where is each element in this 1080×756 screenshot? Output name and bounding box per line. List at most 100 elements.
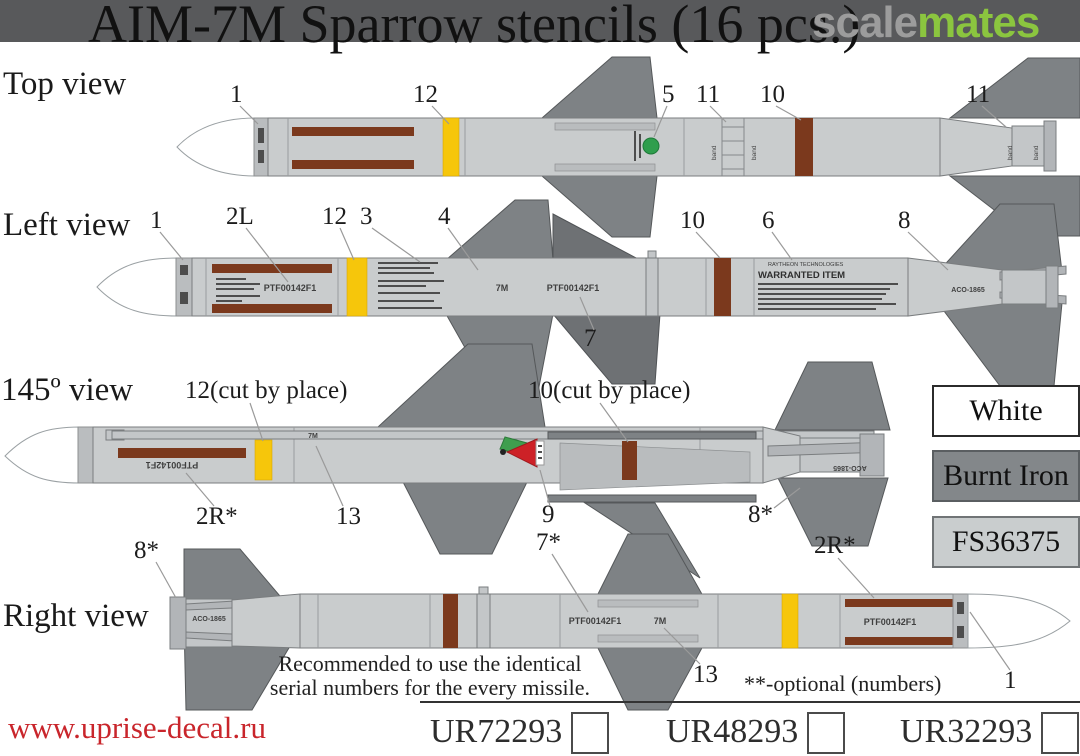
leader-line: [315, 445, 344, 507]
left-upper-tailfin: [936, 203, 1063, 273]
leader-line: [579, 296, 595, 331]
yellow-band-12: [346, 257, 368, 317]
serial-stencil-7: PTF00142F1: [547, 283, 600, 293]
yellow-band-12: [442, 117, 460, 177]
callout-12: 12: [322, 203, 347, 230]
callout-10-cut: 10(cut by place): [528, 377, 690, 404]
data-block-2l: [216, 278, 260, 302]
leader-line: [969, 611, 1011, 671]
right-tailcap: [169, 596, 187, 650]
micro-text: [634, 131, 636, 161]
micro-text: [180, 292, 188, 304]
top-view-callouts: 1 12 5 11 10 11: [230, 81, 1007, 138]
model-stencil-13: 7M: [308, 433, 318, 440]
product-ur32293: UR32293: [900, 712, 1080, 754]
deg145-upper-tailfin: [774, 361, 891, 431]
callout-2l: 2L: [226, 203, 254, 230]
burnt-iron-band: [443, 594, 458, 648]
serial-number-note: Recommended to use the identical serial …: [256, 652, 604, 700]
wing-slot: [554, 122, 656, 131]
swatch-burnt-iron: Burnt Iron: [932, 450, 1080, 502]
right-view-callouts: 8* 7* 2R* 13 1: [134, 529, 1017, 694]
left-upper-wing: [444, 199, 554, 261]
burnt-iron-stripe: [118, 448, 246, 458]
conduit: [645, 257, 659, 317]
right-view-label: Right view: [3, 598, 149, 634]
burnt-iron-stripe: [212, 304, 332, 313]
callout-11: 11: [696, 81, 720, 108]
callout-1: 1: [1004, 667, 1017, 694]
product-ur72293: UR72293: [430, 712, 610, 754]
leader-line: [709, 105, 727, 123]
optional-note: **-optional (numbers): [744, 671, 942, 696]
deg145-lower-tailfin: [777, 477, 889, 547]
yellow-band: [781, 593, 799, 649]
title-bar: [0, 0, 1080, 42]
callout-12: 12: [413, 81, 438, 108]
band-stencil-text: band: [1033, 145, 1040, 160]
burnt-iron-band-10: [714, 258, 731, 316]
watermark-scale: scale: [812, 0, 918, 47]
deg145-lower-wing: [401, 479, 529, 555]
top-nose-stencil: [253, 117, 269, 177]
leader-line: [775, 105, 802, 121]
dorsal-rail: [111, 430, 875, 440]
leader-line: [771, 231, 793, 261]
top-boattail: [939, 117, 1013, 177]
top-tailcap: [1043, 120, 1057, 172]
leader-line: [339, 227, 355, 261]
micro-text: [258, 150, 264, 163]
band-stencil-text: band: [711, 145, 718, 160]
serial-stencil-2r-inverted: PTF00142F1: [146, 460, 199, 470]
serial-stencil-7opt: PTF00142F1: [569, 616, 622, 626]
leader-line: [239, 105, 259, 125]
conduit: [476, 593, 491, 649]
page-title: AIM-7M Sparrow stencils (16 pcs.): [88, 0, 861, 54]
top-upper-wing: [540, 56, 658, 119]
leader-line: [551, 553, 589, 613]
leader-line: [695, 231, 721, 259]
burnt-iron-band-10cut: [622, 441, 637, 480]
callout-6: 6: [762, 207, 775, 234]
data-block-3: [378, 262, 444, 309]
callout-1: 1: [230, 81, 243, 108]
swatch-fs36375: FS36375: [932, 516, 1080, 568]
website-link: www.uprise-decal.ru: [8, 710, 266, 745]
callout-2r: 2R*: [814, 532, 856, 559]
product-checkbox: [1041, 712, 1080, 754]
aco-stencil-8opt: ACO-1865: [192, 616, 226, 623]
footer-separator: [420, 701, 1080, 703]
leader-line: [981, 105, 1007, 128]
callout-7opt: 7*: [536, 529, 561, 556]
serial-note-line2: serial numbers for the every missile.: [269, 675, 591, 700]
deg145-nose-cone: [4, 426, 81, 484]
micro-text: [258, 128, 264, 143]
callout-10: 10: [680, 207, 705, 234]
left-view-missile: PTF00142F1 7M PTF00142F1 RAYTHEON TECHNO…: [96, 199, 1067, 393]
burnt-iron-stripe: [292, 127, 414, 136]
deg145-upper-wing: [376, 343, 546, 428]
edge-wing-lower: [547, 494, 757, 503]
aco-stencil-inverted: ACO-1865: [833, 464, 867, 471]
callout-7: 7: [584, 325, 597, 352]
product-code: UR72293: [430, 713, 563, 750]
aco-stencil-8: ACO-1865: [951, 287, 985, 294]
leader-line: [773, 487, 801, 509]
callout-4: 4: [438, 203, 451, 230]
band-stencil-text: band: [751, 145, 758, 160]
top-view-missile: band band band band: [176, 56, 1080, 238]
deg145-nose-stencil: [77, 426, 94, 484]
top-view-label: Top view: [3, 66, 127, 102]
leader-line: [907, 231, 949, 271]
callout-8: 8: [898, 207, 911, 234]
warranty-block-6: RAYTHEON TECHNOLOGIES WARRANTED ITEM: [758, 262, 898, 310]
umbilical-bump: [478, 586, 489, 595]
callout-5: 5: [662, 81, 675, 108]
micro-text: [639, 134, 641, 158]
serial-stencil-2r: PTF00142F1: [864, 617, 917, 627]
watermark-mates: mates: [917, 0, 1040, 47]
swatch-fs36375-label: FS36375: [951, 525, 1061, 558]
left-view-label: Left view: [3, 207, 131, 243]
left-lower-tailfin: [937, 302, 1063, 387]
